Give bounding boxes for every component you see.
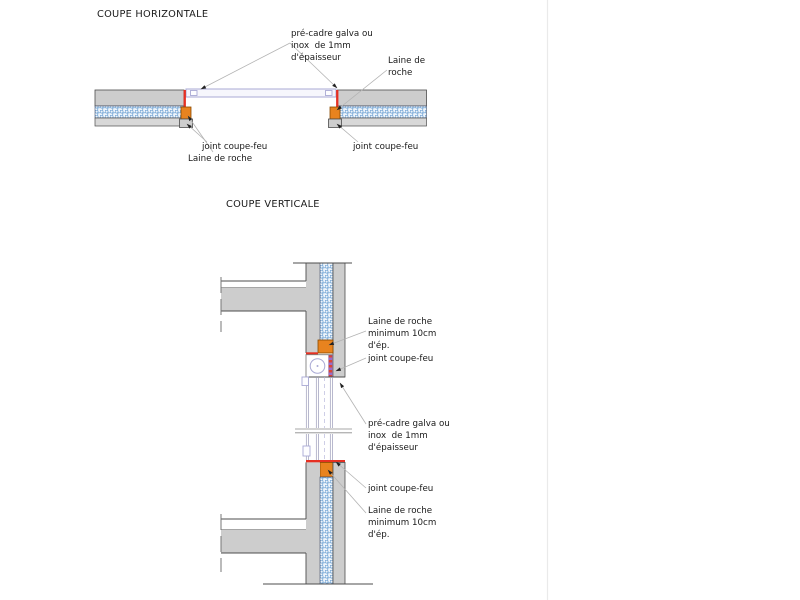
v-lower-slab-body — [221, 530, 306, 553]
h-left-wall — [94, 89, 185, 127]
v-fire-joint-bottom — [306, 460, 345, 463]
h-left-wall-insulation — [94, 105, 185, 119]
h-fire-joint-left — [183, 90, 186, 107]
h-right-wall-lining — [337, 117, 427, 127]
v-leader-laine-top — [328, 330, 367, 346]
v-head-junction — [305, 339, 345, 378]
v-rockwool-top — [317, 339, 334, 354]
h-label-joint-right: joint coupe-feu — [352, 142, 418, 152]
v-label-laine-bottom-line2: minimum 10cm — [368, 518, 436, 528]
v-label-laine-top-line3: d'ép. — [368, 340, 390, 351]
v-upper-wall — [293, 262, 352, 378]
h-precadre-clip-left — [190, 90, 198, 96]
v-leader-precadre — [339, 382, 367, 425]
v-section-title: COUPE VERTICALE — [226, 199, 320, 210]
v-upper-slab-body — [221, 288, 306, 311]
v-label-precadre-line2: inox de 1mm — [368, 431, 428, 441]
h-left-wall-concrete — [94, 89, 185, 107]
vertical-section-drawing: COUPE VERTICALE Laine de roche minimum 1… — [220, 199, 450, 585]
v-label-laine-top: Laine de roche minimum 10cm d'ép. — [368, 317, 436, 351]
horizontal-section-drawing: COUPE HORIZONTALE pré-cadre galva ou ino… — [94, 9, 427, 164]
v-frame-clip-upper — [301, 376, 309, 386]
v-label-laine-bottom: Laine de roche minimum 10cm d'ép. — [368, 506, 436, 540]
v-label-laine-top-line2: minimum 10cm — [368, 329, 436, 339]
h-leader-precadre-left — [200, 42, 291, 90]
h-label-precadre: pré-cadre galva ou inox de 1mm d'épaisse… — [291, 28, 373, 63]
h-precadre-clip-right — [325, 90, 333, 96]
v-leader-laine-bottom — [327, 469, 367, 514]
v-fire-joint-top — [306, 352, 318, 355]
v-label-precadre-line3: d'épaisseur — [368, 442, 418, 453]
h-left-wall-lining — [94, 117, 185, 127]
h-joint-tab-left — [179, 118, 193, 128]
h-label-laine-left: Laine de roche — [188, 154, 252, 164]
h-leader-laine-right — [336, 69, 388, 111]
v-upper-wall-right-leaf — [332, 262, 346, 378]
h-right-wall — [337, 89, 427, 127]
v-rockwool-bottom — [319, 461, 334, 478]
v-frame-clip-lower — [302, 445, 311, 457]
h-rockwool-left — [180, 106, 192, 120]
v-upper-wall-left-leaf — [306, 263, 320, 353]
v-upper-wall-insulation — [319, 262, 334, 341]
v-label-joint-top: joint coupe-feu — [367, 354, 433, 364]
h-leader-precadre-right — [289, 42, 338, 89]
h-label-laine-right: Laine de roche — [388, 56, 425, 78]
h-precadre-frame — [185, 88, 337, 98]
v-lower-wall-right-leaf — [332, 461, 346, 585]
v-label-precadre-line1: pré-cadre galva ou — [368, 418, 450, 429]
h-label-precadre-line3: d'épaisseur — [291, 52, 341, 63]
v-label-joint-bottom: joint coupe-feu — [367, 484, 433, 494]
h-section-title: COUPE HORIZONTALE — [97, 9, 208, 20]
v-lower-wall-insulation — [319, 476, 334, 585]
v-leader-joint-bottom — [335, 461, 367, 489]
h-label-precadre-line2: inox de 1mm — [291, 41, 351, 51]
v-lower-wall-left-leaf — [306, 462, 320, 584]
v-precadre-roller-detail — [309, 358, 326, 374]
v-label-laine-bottom-line1: Laine de roche — [368, 506, 432, 516]
h-fire-joint-right — [336, 90, 339, 107]
v-lower-slab — [220, 514, 306, 572]
h-label-precadre-line1: pré-cadre galva ou — [291, 28, 373, 39]
h-joint-tab-right — [328, 118, 342, 128]
h-leader-laine-left — [187, 115, 214, 153]
h-precadre-profile — [185, 88, 337, 98]
v-precadre-roller-center — [316, 365, 319, 367]
v-leader-lines — [327, 330, 367, 514]
v-leader-joint-top — [335, 357, 367, 372]
h-right-wall-insulation — [337, 105, 427, 119]
h-label-laine-right-line2: roche — [388, 68, 412, 78]
h-label-joint-left: joint coupe-feu — [201, 142, 267, 152]
v-lower-wall — [263, 461, 373, 585]
v-label-precadre: pré-cadre galva ou inox de 1mm d'épaisse… — [368, 418, 450, 453]
h-leader-lines — [186, 42, 388, 153]
h-leader-joint-right — [336, 123, 359, 143]
h-right-wall-concrete — [337, 89, 427, 107]
v-upper-slab — [220, 277, 306, 332]
v-label-laine-top-line1: Laine de roche — [368, 317, 432, 327]
v-label-laine-bottom-line3: d'ép. — [368, 529, 390, 540]
v-sealant-strip-top — [328, 355, 333, 377]
h-label-laine-right-line1: Laine de — [388, 56, 425, 66]
